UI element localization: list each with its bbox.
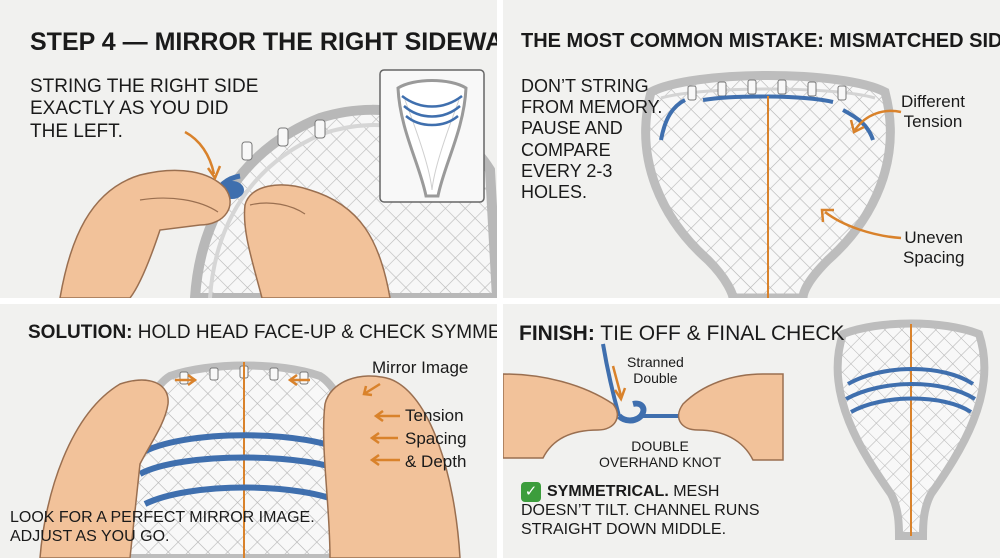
- solution-title: SOLUTION: HOLD HEAD FACE-UP & CHECK SYMM…: [28, 322, 497, 344]
- finish-check-rest: MESH DOESN’T TILT. CHANNEL RUNS STRAIGHT…: [521, 483, 760, 538]
- panel-step-4: STEP 4 — MIRROR THE RIGHT SIDEWALL STRIN…: [0, 0, 497, 298]
- step4-instructions: STRING THE RIGHT SIDE EXACTLY AS YOU DID…: [30, 76, 259, 142]
- label-depth: & Depth: [405, 452, 467, 471]
- finish-title: FINISH: TIE OFF & FINAL CHECK: [519, 322, 845, 346]
- mistake-instructions: DON’T STRING FROM MEMORY. PAUSE AND COMP…: [521, 76, 663, 203]
- panel-finish: FINISH: TIE OFF & FINAL CHECK Stranned D…: [503, 304, 1000, 558]
- solution-instructions: LOOK FOR A PERFECT MIRROR IMAGE. ADJUST …: [10, 509, 315, 545]
- label-different-tension: Different Tension: [901, 92, 965, 131]
- finish-title-bold: FINISH:: [519, 322, 595, 345]
- label-uneven-spacing: Uneven Spacing: [903, 228, 965, 267]
- panel-common-mistake: THE MOST COMMON MISTAKE: MISMATCHED SIDE…: [503, 0, 1000, 298]
- mistake-illustration: [641, 71, 902, 298]
- label-tension: Tension: [405, 406, 464, 425]
- label-spacing: Spacing: [405, 429, 467, 448]
- label-mirror-image: Mirror Image: [372, 358, 469, 377]
- solution-illustration: [39, 361, 461, 558]
- solution-title-bold: SOLUTION:: [28, 322, 133, 343]
- finish-title-rest: TIE OFF & FINAL CHECK: [594, 322, 845, 345]
- finish-illustration: [503, 319, 989, 540]
- mistake-title: THE MOST COMMON MISTAKE: MISMATCHED SIDE…: [521, 30, 1000, 52]
- finish-check-text: ✓ SYMMETRICAL. MESH DOESN’T TILT. CHANNEL…: [521, 482, 841, 540]
- step4-illustration: [59, 69, 497, 298]
- label-double-overhand-knot: DOUBLE OVERHAND KNOT: [599, 438, 722, 471]
- label-stranned-double: Stranned Double: [627, 354, 684, 387]
- finish-check-bold: SYMMETRICAL.: [547, 483, 669, 501]
- step4-title: STEP 4 — MIRROR THE RIGHT SIDEWALL: [30, 28, 497, 56]
- checkmark-icon: ✓: [521, 482, 541, 502]
- solution-title-rest: HOLD HEAD FACE-UP & CHECK SYMMETRY: [137, 322, 497, 343]
- panel-solution: SOLUTION: HOLD HEAD FACE-UP & CHECK SYMM…: [0, 304, 497, 558]
